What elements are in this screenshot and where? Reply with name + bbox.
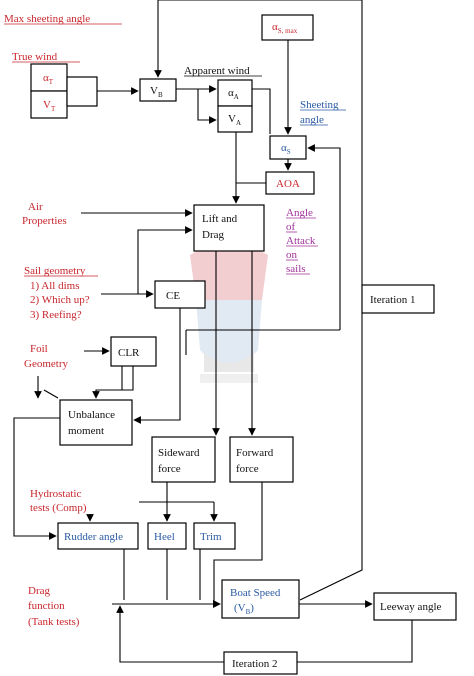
connectors [13,0,413,663]
drag-function-2: function [28,600,65,612]
boat-speed-2: (VB) [234,602,254,616]
alpha-s-max-text: αS, max [272,21,298,35]
drag-function-3: (Tank tests) [28,616,80,628]
iteration-1-box [361,284,435,314]
air-properties-2: Properties [22,215,67,227]
leeway-angle-box [373,592,457,621]
v-b-box [139,78,177,102]
lift-drag-1: Lift and [202,213,238,225]
v-b-text: VB [150,85,163,99]
sheeting-angle-label-1: Sheeting [300,99,339,111]
angle-of-attack-label: Angle of Attack on sails [286,207,318,275]
sideward-force-box [151,436,216,483]
svg-text:on: on [286,249,298,261]
rudder-angle-box [57,522,139,550]
max-sheeting-angle-label: Max sheeting angle [4,13,90,25]
drag-function-1: Drag [28,585,50,597]
svg-text:Attack: Attack [286,235,316,247]
iteration-2-text: Iteration 2 [232,658,278,670]
boat-speed-1: Boat Speed [230,587,281,599]
v-t-box [30,90,68,119]
hydrostatic-1: Hydrostatic [30,488,81,500]
hydrostatic-2: tests (Comp) [30,502,87,514]
foil-geometry-1: Foil [30,343,48,355]
sideward-force-2: force [158,463,181,475]
sheeting-angle-label-2: angle [300,114,324,126]
sail-geometry-label: Sail geometry 1) All dims 2) Which up? 3… [24,265,98,321]
heel-text: Heel [154,531,175,543]
true-wind-join-box [66,76,98,107]
svg-text:3) Reefing?: 3) Reefing? [30,309,82,321]
svg-text:Sail geometry: Sail geometry [24,265,86,277]
v-t-text: VT [43,99,56,113]
boat-speed-box [221,579,300,619]
apparent-wind-label: Apparent wind [184,65,250,77]
clr-text: CLR [118,347,140,359]
v-a-text: VA [228,113,241,127]
unbalance-2: moment [68,425,104,437]
forward-force-box [229,436,294,483]
clr-box [110,336,157,367]
trim-box [193,522,236,550]
svg-text:2) Which up?: 2) Which up? [30,294,90,306]
alpha-t-text: αT [43,72,54,86]
v-a-box [217,105,253,133]
svg-text:1) All dims: 1) All dims [30,280,80,292]
sideward-force-1: Sideward [158,447,200,459]
true-wind-label: True wind [12,51,58,63]
iteration-2-box [223,651,298,675]
crest-watermark [190,243,268,383]
leeway-angle-text: Leeway angle [380,601,441,613]
aoa-text: AOA [276,178,300,190]
iteration-1-text: Iteration 1 [370,294,416,306]
forward-force-1: Forward [236,447,274,459]
ce-text: CE [166,290,180,302]
svg-text:of: of [286,221,296,233]
lift-drag-box [193,204,265,252]
unbalance-box [59,399,133,446]
forward-force-2: force [236,463,259,475]
foil-geometry-2: Geometry [24,358,68,370]
lift-drag-2: Drag [202,229,224,241]
trim-text: Trim [200,531,222,543]
alpha-s-text: αS [281,142,291,156]
svg-text:Angle: Angle [286,207,313,219]
unbalance-1: Unbalance [68,409,115,421]
air-properties-1: Air [28,201,43,213]
rudder-angle-text: Rudder angle [64,531,123,543]
alpha-a-text: αA [228,87,239,101]
svg-text:sails: sails [286,263,306,275]
alpha-a-box [217,79,253,107]
